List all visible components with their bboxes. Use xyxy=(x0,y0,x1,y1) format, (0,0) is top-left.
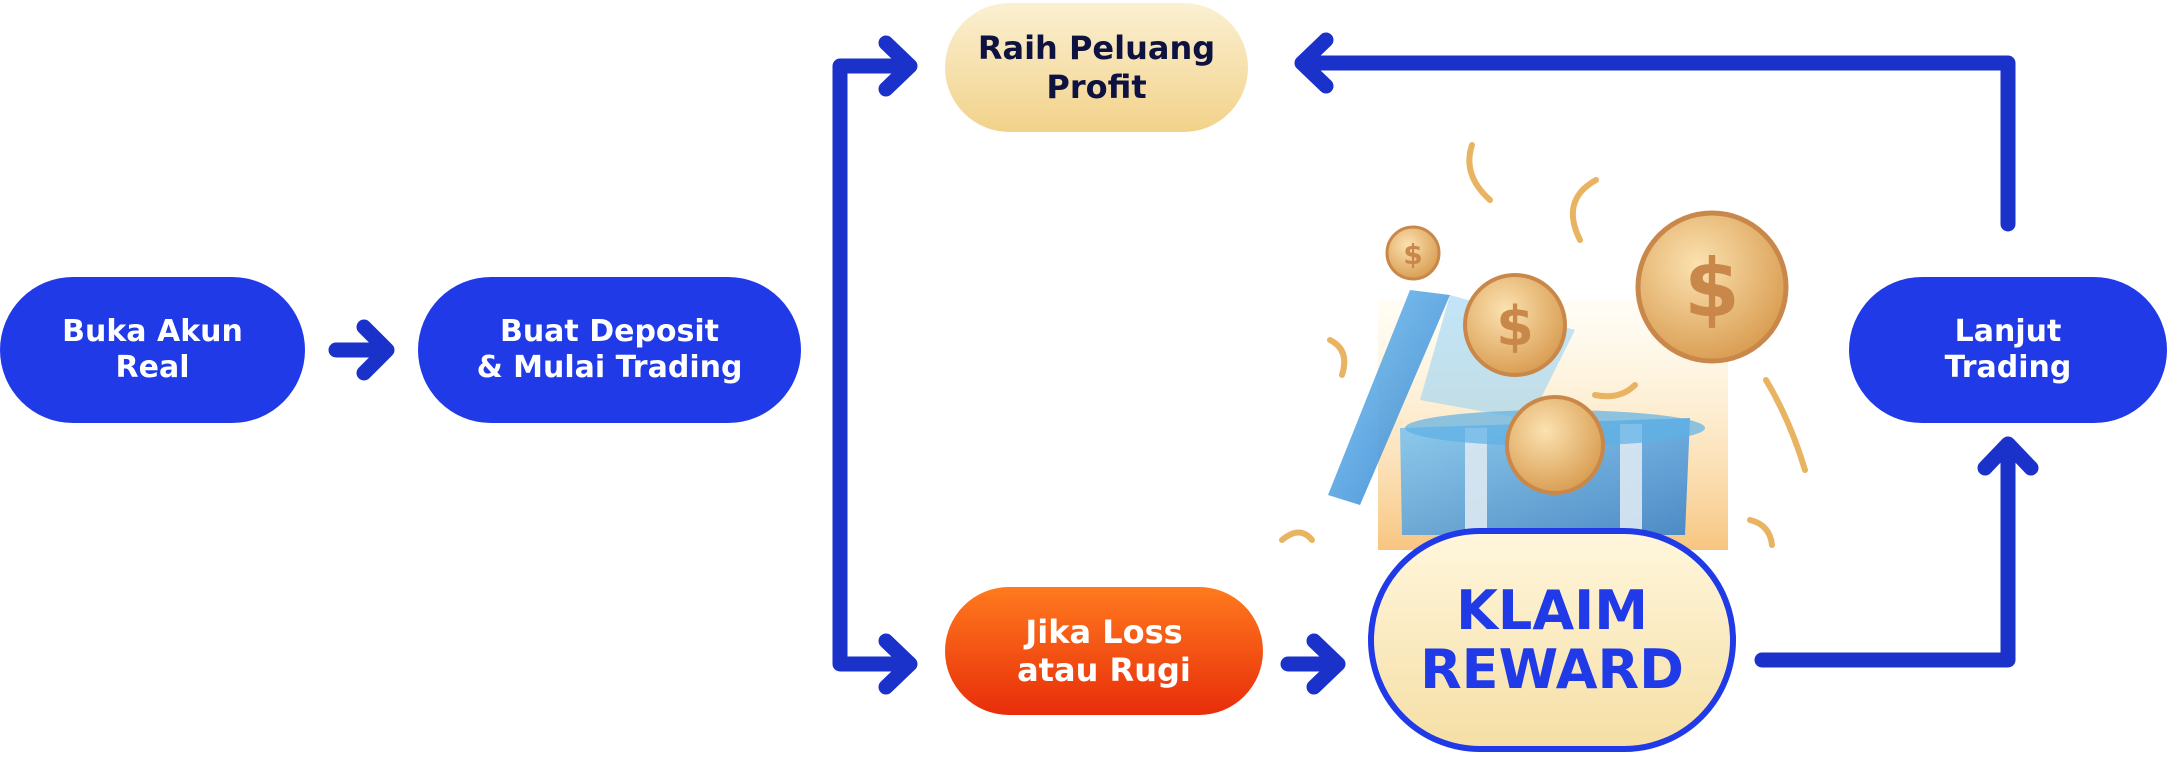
node-klaim-reward-label: KLAIM REWARD xyxy=(1420,578,1684,701)
connector-split-line xyxy=(832,58,916,672)
connector-lanjut-to-profit xyxy=(1297,55,2016,232)
connector-klaim-to-lanjut xyxy=(1754,452,2016,668)
arrow-to-loss-head xyxy=(878,633,918,695)
coin-icon: $ $ $ xyxy=(1385,210,1789,495)
node-jika-loss-label: Jika Loss atau Rugi xyxy=(1017,612,1191,689)
arrow-loss-to-klaim-head xyxy=(1306,633,1346,695)
arrow-to-profit-from-right-head xyxy=(1294,32,1334,94)
node-klaim-reward: KLAIM REWARD xyxy=(1368,528,1736,752)
node-lanjut-trading: Lanjut Trading xyxy=(1849,277,2167,423)
svg-text:$: $ xyxy=(1496,295,1534,358)
arrow-to-profit-head xyxy=(878,35,918,97)
arrow-to-lanjut-head xyxy=(1977,436,2039,476)
svg-text:$: $ xyxy=(1403,238,1422,271)
node-lanjut-trading-label: Lanjut Trading xyxy=(1944,314,2072,385)
node-raih-profit-label: Raih Peluang Profit xyxy=(977,29,1216,106)
node-jika-loss: Jika Loss atau Rugi xyxy=(945,587,1263,715)
node-raih-profit: Raih Peluang Profit xyxy=(945,3,1248,132)
confetti-icon xyxy=(1279,142,1808,548)
node-buka-akun: Buka Akun Real xyxy=(0,277,305,423)
node-buka-akun-label: Buka Akun Real xyxy=(62,314,243,385)
arrow-buka-to-deposit-head xyxy=(356,319,395,381)
node-buat-deposit-label: Buat Deposit & Mulai Trading xyxy=(476,314,743,385)
node-buat-deposit: Buat Deposit & Mulai Trading xyxy=(418,277,801,423)
svg-text:$: $ xyxy=(1684,242,1740,335)
